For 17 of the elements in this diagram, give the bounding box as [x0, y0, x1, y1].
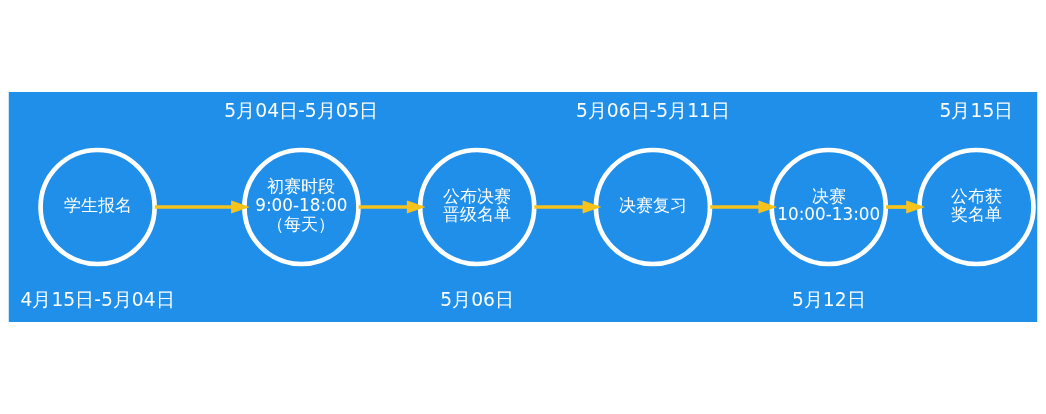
node-label: 4月15日-5月04日: [20, 289, 175, 311]
node-circle: 初赛时段 9:00-18:00 （每天）: [242, 147, 361, 267]
node-label: 5月04日-5月05日: [224, 100, 379, 122]
arrow: [358, 200, 426, 214]
arrow: [886, 200, 925, 214]
node-label: 5月06日-5月11日: [575, 100, 731, 122]
node-circle: 学生报名: [38, 147, 157, 267]
node-circle: 决赛复习: [593, 147, 713, 267]
node-label: 5月12日: [791, 289, 866, 311]
node-circle: 公布获奖名单: [917, 147, 1036, 267]
node-circle: 公布决赛晋级名单: [417, 147, 537, 267]
arrow: [710, 200, 778, 214]
arrow: [154, 200, 250, 214]
node-label: 5月15日: [939, 100, 1014, 122]
arrow: [534, 200, 602, 214]
node-circle: 决赛 10:00-13:00: [769, 147, 889, 267]
node-label: 5月06日: [440, 289, 515, 311]
